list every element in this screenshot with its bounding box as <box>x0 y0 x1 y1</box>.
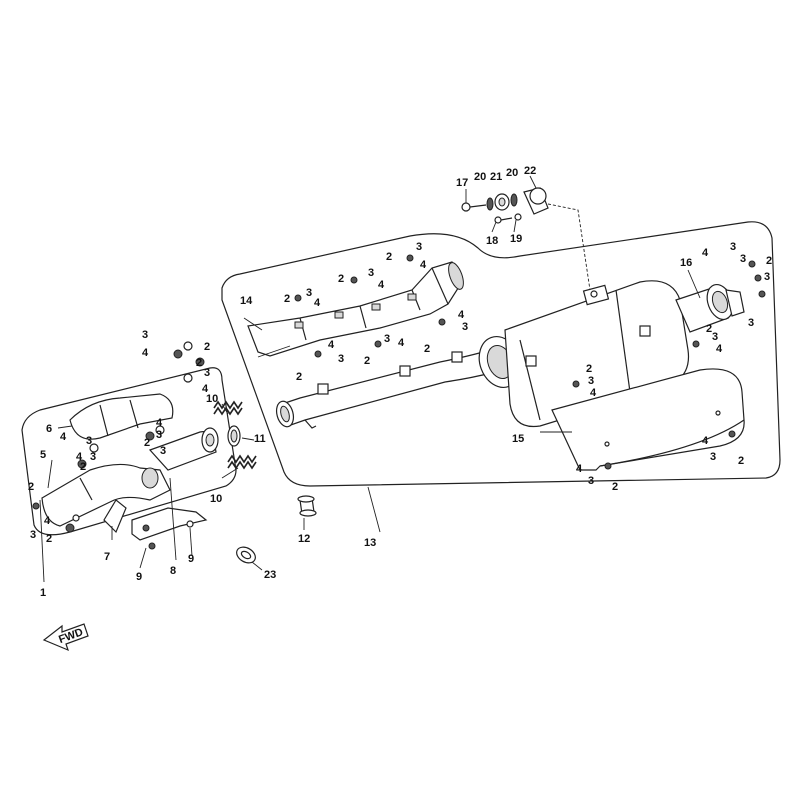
heat-shield-upper <box>247 261 464 357</box>
callout-3: 3 <box>384 333 390 345</box>
callout-2: 2 <box>586 363 592 375</box>
spring-lower <box>227 454 257 470</box>
callout-19: 19 <box>510 233 522 245</box>
leader-lines <box>39 175 701 583</box>
callout-4: 4 <box>378 279 385 291</box>
callout-4: 4 <box>702 247 709 259</box>
callout-2: 2 <box>28 481 34 493</box>
callout-22: 22 <box>524 165 536 177</box>
callout-3: 3 <box>712 331 718 343</box>
callout-4: 4 <box>716 343 723 355</box>
callout-16: 16 <box>680 257 692 269</box>
callout-8: 8 <box>170 565 176 577</box>
callout-3: 3 <box>588 375 594 387</box>
callout-labels: 1 5 6 7 8 9 9 10 10 11 12 13 14 15 16 17… <box>28 165 772 599</box>
forward-direction-arrow: FWD <box>42 623 89 652</box>
callout-2: 2 <box>738 455 744 467</box>
callout-4: 4 <box>60 431 67 443</box>
callout-7: 7 <box>104 551 110 563</box>
spring-upper <box>213 400 243 416</box>
callout-4: 4 <box>314 297 321 309</box>
callout-2: 2 <box>612 481 618 493</box>
callout-2: 2 <box>296 371 302 383</box>
callout-3: 3 <box>416 241 422 253</box>
callout-3: 3 <box>740 253 746 265</box>
callout-9b: 9 <box>188 553 194 565</box>
callout-4: 4 <box>702 435 709 447</box>
callout-23: 23 <box>264 569 276 581</box>
callout-5: 5 <box>40 449 46 461</box>
callout-2: 2 <box>196 357 202 369</box>
callout-4: 4 <box>398 337 405 349</box>
callout-2: 2 <box>80 461 86 473</box>
exhaust-manifold-assembly <box>32 341 241 550</box>
callout-3: 3 <box>338 353 344 365</box>
callout-2: 2 <box>338 273 344 285</box>
callout-3: 3 <box>142 329 148 341</box>
callout-14: 14 <box>240 295 253 307</box>
callout-4: 4 <box>458 309 465 321</box>
callout-2: 2 <box>706 323 712 335</box>
callout-12: 12 <box>298 533 310 545</box>
gasket-ring <box>236 546 256 564</box>
callout-4: 4 <box>590 387 597 399</box>
callout-2: 2 <box>284 293 290 305</box>
callout-13: 13 <box>364 537 376 549</box>
callout-3: 3 <box>90 451 96 463</box>
callout-4: 4 <box>328 339 335 351</box>
callout-2: 2 <box>424 343 430 355</box>
callout-21: 21 <box>490 171 502 183</box>
callout-3: 3 <box>764 271 770 283</box>
callout-4: 4 <box>44 515 51 527</box>
callout-4: 4 <box>420 259 427 271</box>
group-13-outline <box>221 221 781 487</box>
callout-2: 2 <box>766 255 772 267</box>
callout-18: 18 <box>486 235 498 247</box>
callout-3: 3 <box>30 529 36 541</box>
callout-4: 4 <box>142 347 149 359</box>
callout-4: 4 <box>202 383 209 395</box>
callout-2: 2 <box>386 251 392 263</box>
callout-3: 3 <box>710 451 716 463</box>
heat-shield-lower <box>551 368 745 471</box>
callout-4: 4 <box>76 451 83 463</box>
callout-2: 2 <box>46 533 52 545</box>
callout-4: 4 <box>576 463 583 475</box>
callout-3: 3 <box>204 367 210 379</box>
grommet <box>297 495 317 517</box>
callout-17: 17 <box>456 177 468 189</box>
callout-2: 2 <box>204 341 210 353</box>
callout-3: 3 <box>156 429 162 441</box>
group-1-outline <box>21 367 237 536</box>
callout-3: 3 <box>160 445 166 457</box>
callout-1: 1 <box>40 587 46 599</box>
callout-3: 3 <box>588 475 594 487</box>
callout-3: 3 <box>368 267 374 279</box>
callout-3: 3 <box>86 435 92 447</box>
callout-9a: 9 <box>136 571 142 583</box>
callout-2: 2 <box>144 437 150 449</box>
callout-11: 11 <box>254 433 266 445</box>
callout-20b: 20 <box>506 167 518 179</box>
callout-10b: 10 <box>210 493 222 505</box>
sensor-mount-assembly <box>461 187 591 291</box>
callout-6: 6 <box>46 423 52 435</box>
callout-20a: 20 <box>474 171 486 183</box>
fasteners <box>294 254 766 470</box>
callout-15: 15 <box>512 433 524 445</box>
callout-3: 3 <box>306 287 312 299</box>
callout-3: 3 <box>730 241 736 253</box>
callout-2: 2 <box>364 355 370 367</box>
callout-3: 3 <box>748 317 754 329</box>
middle-pipe <box>275 349 496 429</box>
tail-pipe <box>675 283 745 333</box>
callout-10a: 10 <box>206 393 218 405</box>
callout-4: 4 <box>156 417 163 429</box>
callout-3: 3 <box>462 321 468 333</box>
